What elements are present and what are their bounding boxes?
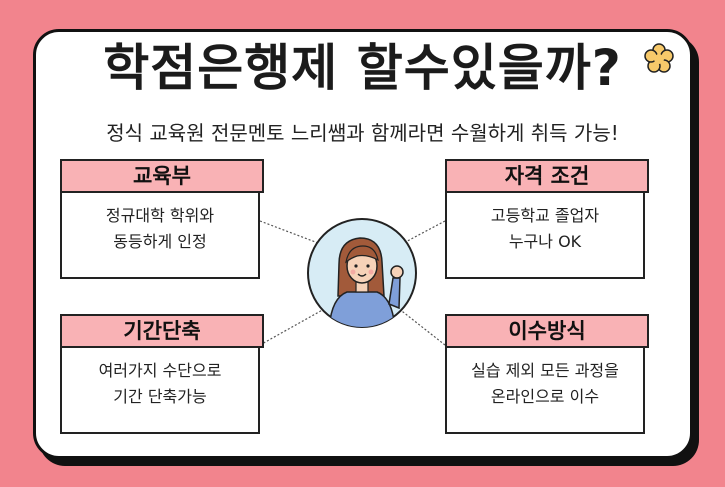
woman-waving-illustration xyxy=(307,218,417,328)
page-title: 학점은행제 할수있을까? xyxy=(103,39,622,97)
box-line: 기간 단축가능 xyxy=(113,387,207,406)
box-description: 실습 제외 모든 과정을 온라인으로 이수 xyxy=(447,358,643,410)
feature-box-shortening: 기간단축 여러가지 수단으로 기간 단축가능 xyxy=(60,314,264,434)
box-description: 정규대학 학위와 동등하게 인정 xyxy=(62,203,258,255)
box-heading: 이수방식 xyxy=(445,314,649,348)
box-description: 여러가지 수단으로 기간 단축가능 xyxy=(62,358,258,410)
feature-box-eligibility: 자격 조건 고등학교 졸업자 누구나 OK xyxy=(445,159,649,279)
box-line: 누구나 OK xyxy=(508,232,582,251)
box-heading: 자격 조건 xyxy=(445,159,649,193)
box-line: 여러가지 수단으로 xyxy=(98,361,222,380)
subtitle: 정식 교육원 전문멘토 느리쌤과 함께라면 수월하게 취득 가능! xyxy=(106,121,619,145)
box-line: 동등하게 인정 xyxy=(113,232,207,251)
box-line: 온라인으로 이수 xyxy=(490,387,600,406)
feature-box-ministry: 교육부 정규대학 학위와 동등하게 인정 xyxy=(60,159,264,279)
flower-icon xyxy=(644,43,674,73)
box-line: 정규대학 학위와 xyxy=(105,206,215,225)
box-heading: 교육부 xyxy=(60,159,264,193)
box-line: 고등학교 졸업자 xyxy=(490,206,600,225)
box-line: 실습 제외 모든 과정을 xyxy=(471,361,619,380)
box-description: 고등학교 졸업자 누구나 OK xyxy=(447,203,643,255)
box-heading: 기간단축 xyxy=(60,314,264,348)
feature-box-method: 이수방식 실습 제외 모든 과정을 온라인으로 이수 xyxy=(445,314,649,434)
